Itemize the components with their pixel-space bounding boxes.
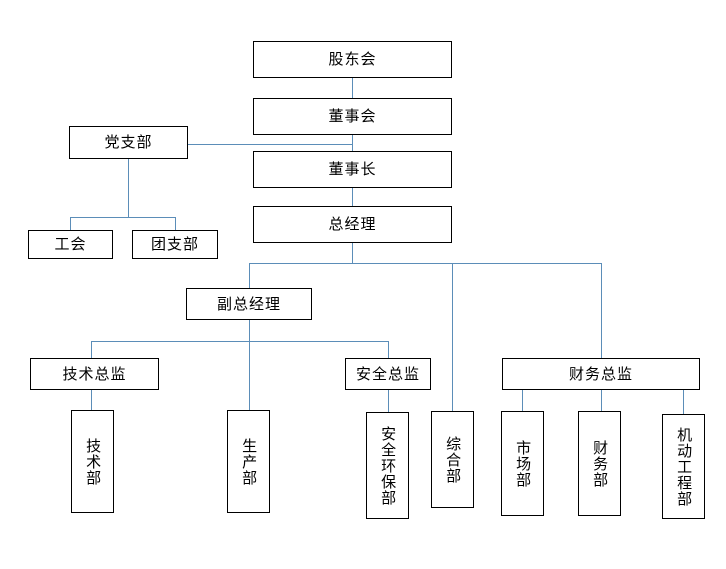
org-node-party-branch[interactable]: 党支部 <box>69 126 188 159</box>
connector-gm-bus <box>249 263 601 264</box>
connector-gm-drop <box>352 243 353 263</box>
org-node-board[interactable]: 董事会 <box>253 98 452 135</box>
connector-safety-env-dept-drop <box>388 390 389 412</box>
org-node-mech-eng-dept[interactable]: 机动工程部 <box>662 414 705 519</box>
org-node-production-dept[interactable]: 生产部 <box>227 410 270 513</box>
org-node-shareholders[interactable]: 股东会 <box>253 41 452 78</box>
connector-youth-league-drop <box>175 217 176 230</box>
org-node-general-affairs-dept[interactable]: 综合部 <box>431 411 474 508</box>
connector-chairman-to-gm <box>352 188 353 206</box>
connector-party-branch-bus <box>70 217 176 218</box>
connector-deputy-gm-bus <box>91 341 388 342</box>
connector-tech-dept-drop <box>91 390 92 410</box>
org-node-finance-director[interactable]: 财务总监 <box>502 358 700 390</box>
connector-tech-director-drop <box>91 341 92 358</box>
connector-safety-director-drop <box>388 341 389 358</box>
org-node-tech-director[interactable]: 技术总监 <box>30 358 159 390</box>
connector-mech-eng-dept-drop <box>683 390 684 414</box>
org-node-safety-env-dept[interactable]: 安全环保部 <box>366 412 409 519</box>
connector-production-dept-drop <box>249 341 250 410</box>
org-node-tech-dept[interactable]: 技术部 <box>71 410 114 513</box>
connector-general-affairs-drop <box>452 263 453 411</box>
org-node-general-manager[interactable]: 总经理 <box>253 206 452 243</box>
org-node-chairman[interactable]: 董事长 <box>253 151 452 188</box>
org-node-finance-dept[interactable]: 财务部 <box>578 411 621 516</box>
connector-party-branch-to-spine <box>188 144 353 145</box>
org-node-market-dept[interactable]: 市场部 <box>501 411 544 516</box>
connector-deputy-gm-drop <box>249 263 250 288</box>
connector-finance-director-drop <box>601 263 602 358</box>
org-node-safety-director[interactable]: 安全总监 <box>345 358 431 390</box>
connector-market-dept-drop <box>522 390 523 411</box>
org-node-labor-union[interactable]: 工会 <box>28 230 113 259</box>
connector-shareholders-to-board <box>352 78 353 98</box>
connector-party-branch-drop <box>128 159 129 217</box>
connector-deputy-gm-bottom-drop <box>249 320 250 341</box>
connector-union-drop <box>70 217 71 230</box>
connector-finance-dept-drop <box>601 390 602 411</box>
org-node-youth-league[interactable]: 团支部 <box>132 230 218 259</box>
org-node-deputy-gm[interactable]: 副总经理 <box>186 288 312 320</box>
connector-board-to-chairman <box>352 135 353 151</box>
